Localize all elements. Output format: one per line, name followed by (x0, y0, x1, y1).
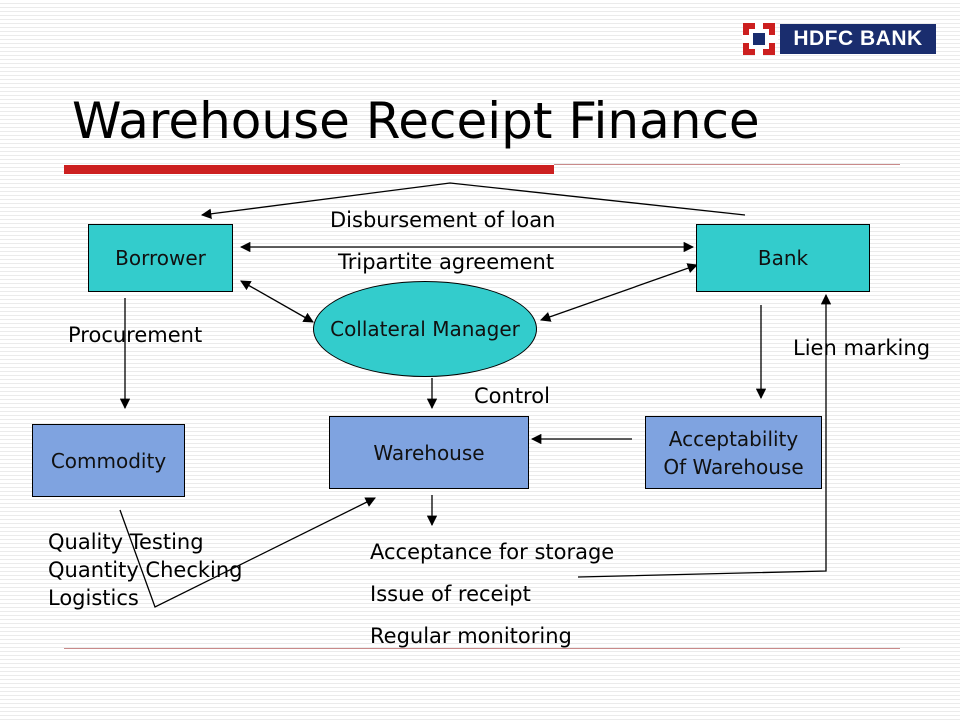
disbursement-label: Disbursement of loan (330, 208, 556, 232)
title-underline-accent (64, 165, 554, 174)
footer-rule (64, 648, 900, 649)
procurement-label: Procurement (68, 323, 203, 347)
warehouse-label: Warehouse (373, 440, 485, 465)
borrower-node: Borrower (88, 224, 233, 292)
cm-bank-arrow (540, 263, 698, 322)
warehouse-activities-list: Acceptance for storage Issue of receipt … (370, 531, 614, 657)
list-item: Regular monitoring (370, 624, 572, 648)
collateral-manager-node: Collateral Manager (313, 281, 537, 377)
hdfc-logo (742, 22, 936, 56)
tripartite-label: Tripartite agreement (338, 250, 555, 274)
commodity-label: Commodity (50, 448, 167, 473)
list-item: Acceptance for storage (370, 540, 615, 564)
disbursement-arrow (200, 182, 746, 219)
list-item: Quantity Checking (48, 558, 243, 582)
bank-label: Bank (757, 246, 809, 270)
logo-text: HDFC BANK (780, 24, 936, 54)
control-label: Control (474, 384, 550, 408)
acceptability-label-line2: Of Warehouse (663, 454, 804, 479)
commodity-activities-list: Quality Testing Quantity Checking Logist… (48, 528, 243, 612)
acceptability-node: Acceptability Of Warehouse (645, 416, 822, 489)
acceptability-label-line1: Acceptability (668, 426, 799, 451)
list-item: Issue of receipt (370, 582, 531, 606)
title-underline-rule (554, 164, 900, 165)
hdfc-logo-mark-icon (742, 22, 778, 56)
commodity-node: Commodity (32, 424, 185, 497)
borrower-cm-arrow (240, 280, 314, 323)
list-item: Logistics (48, 586, 139, 610)
bank-node: Bank (696, 224, 870, 292)
page-title: Warehouse Receipt Finance (72, 92, 760, 150)
list-item: Quality Testing (48, 530, 204, 554)
lien-marking-arrow (577, 293, 832, 578)
warehouse-node: Warehouse (329, 416, 529, 489)
lien-marking-label: Lien marking (793, 336, 931, 360)
collateral-manager-label: Collateral Manager (330, 317, 520, 341)
borrower-label: Borrower (115, 246, 206, 270)
commodity-warehouse-arrow (119, 497, 376, 608)
